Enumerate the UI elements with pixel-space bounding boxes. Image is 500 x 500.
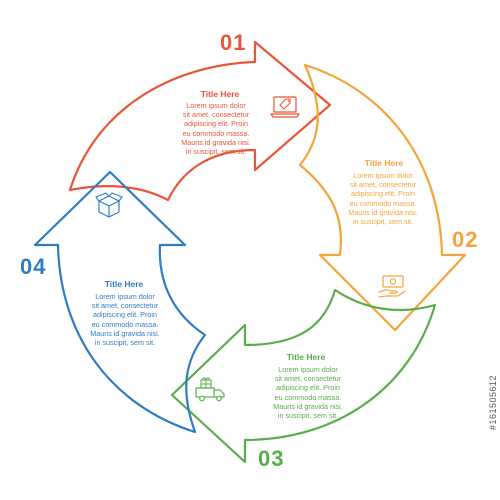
step-title-04: Title Here [104, 279, 144, 289]
step-number-04: 04 [20, 254, 47, 279]
step-body-line: Mauris id gravida nisi. [181, 137, 251, 147]
step-body-line: eu commodo massa. [182, 128, 250, 138]
delivery-truck-icon [195, 377, 225, 402]
step-body-line: adipiscing elit. Proin [184, 119, 248, 129]
step-number-01: 01 [220, 30, 247, 55]
step-body-line: in suscipit, sem sit. [185, 147, 247, 157]
hand-money-icon [378, 275, 406, 298]
step-body-line: adipiscing elit. Proin [351, 189, 415, 199]
arrow-segment-04 [33, 170, 207, 434]
step-body-line: Mauris id gravida nisi. [273, 401, 343, 411]
step-body-line: Lorem ipsum dolor [278, 365, 338, 374]
arrow-segment-03 [170, 288, 437, 464]
step-title-02: Title Here [364, 158, 404, 168]
step-body-line: sit amet, consectetur [91, 301, 159, 311]
step-body-line: in suscipit, sem sit. [94, 338, 156, 348]
laptop-tag-icon [270, 96, 300, 118]
step-number-03: 03 [258, 446, 285, 471]
step-body-line: eu commodo massa. [349, 198, 417, 208]
step-body-line: eu commodo massa. [274, 392, 342, 402]
step-body-02: Lorem ipsum dolor sit amet, consectetur … [333, 171, 433, 226]
step-body-line: adipiscing elit. Proin [276, 383, 340, 393]
step-body-04: Lorem ipsum dolor sit amet, consectetur … [75, 292, 175, 347]
step-body-line: sit amet, consectetur [182, 110, 250, 120]
step-body-01: Lorem ipsum dolor sit amet, consectetur … [166, 101, 266, 156]
step-body-line: in suscipit, sem sit. [352, 217, 414, 227]
step-body-line: Mauris id gravida nisi. [90, 328, 160, 338]
arrow-segment-02 [298, 63, 467, 332]
step-body-line: Lorem ipsum dolor [353, 171, 413, 180]
step-body-line: sit amet, consectetur [274, 374, 342, 384]
step-title-01: Title Here [200, 89, 240, 99]
watermark-id: #161505612 [488, 374, 498, 430]
step-body-line: adipiscing elit. Proin [93, 310, 157, 320]
step-body-line: Mauris id gravida nisi. [348, 207, 418, 217]
step-body-line: Lorem ipsum dolor [186, 101, 246, 110]
step-body-03: Lorem ipsum dolor sit amet, consectetur … [258, 365, 358, 420]
step-body-line: in suscipit, sem sit. [277, 411, 339, 421]
open-box-icon [95, 192, 123, 218]
step-body-line: sit amet, consectetur [349, 180, 417, 190]
step-title-03: Title Here [286, 352, 326, 362]
step-number-02: 02 [452, 227, 479, 252]
step-body-line: eu commodo massa. [91, 319, 159, 329]
step-body-line: Lorem ipsum dolor [95, 292, 155, 301]
arrow-segment-01 [68, 40, 332, 202]
